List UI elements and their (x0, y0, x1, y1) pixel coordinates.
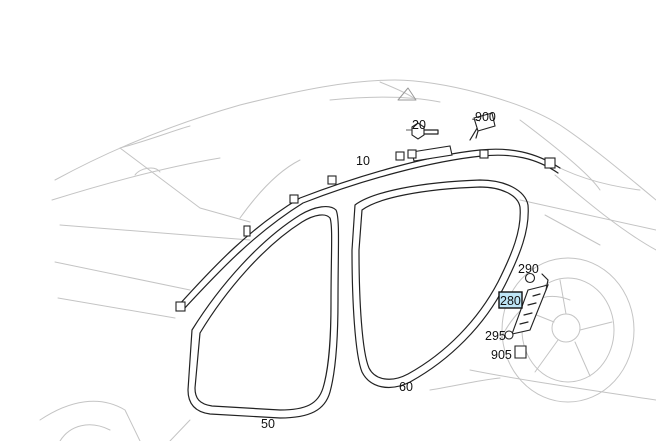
callout-900: 900 (475, 110, 496, 124)
rear-door-seal (351, 179, 529, 389)
callout-280: 280 (500, 294, 521, 308)
front-door-seal (187, 205, 340, 419)
curtain-airbag (175, 119, 561, 312)
callout-905: 905 (491, 348, 512, 362)
rear-wheel (501, 257, 635, 403)
callout-280-highlight (498, 291, 523, 309)
callout-60: 60 (399, 380, 413, 394)
callout-50: 50 (261, 417, 275, 431)
callout-295: 295 (485, 329, 506, 343)
leader-lines (406, 118, 481, 131)
clip-part (473, 112, 496, 139)
side-airbag-module (504, 272, 549, 359)
callout-10: 10 (356, 154, 370, 168)
car-body-outline (39, 79, 656, 441)
callout-labels: 20 900 10 290 280 295 905 60 50 (261, 110, 539, 431)
bolt-part (411, 122, 439, 140)
callout-290: 290 (518, 262, 539, 276)
callout-20: 20 (412, 118, 426, 132)
